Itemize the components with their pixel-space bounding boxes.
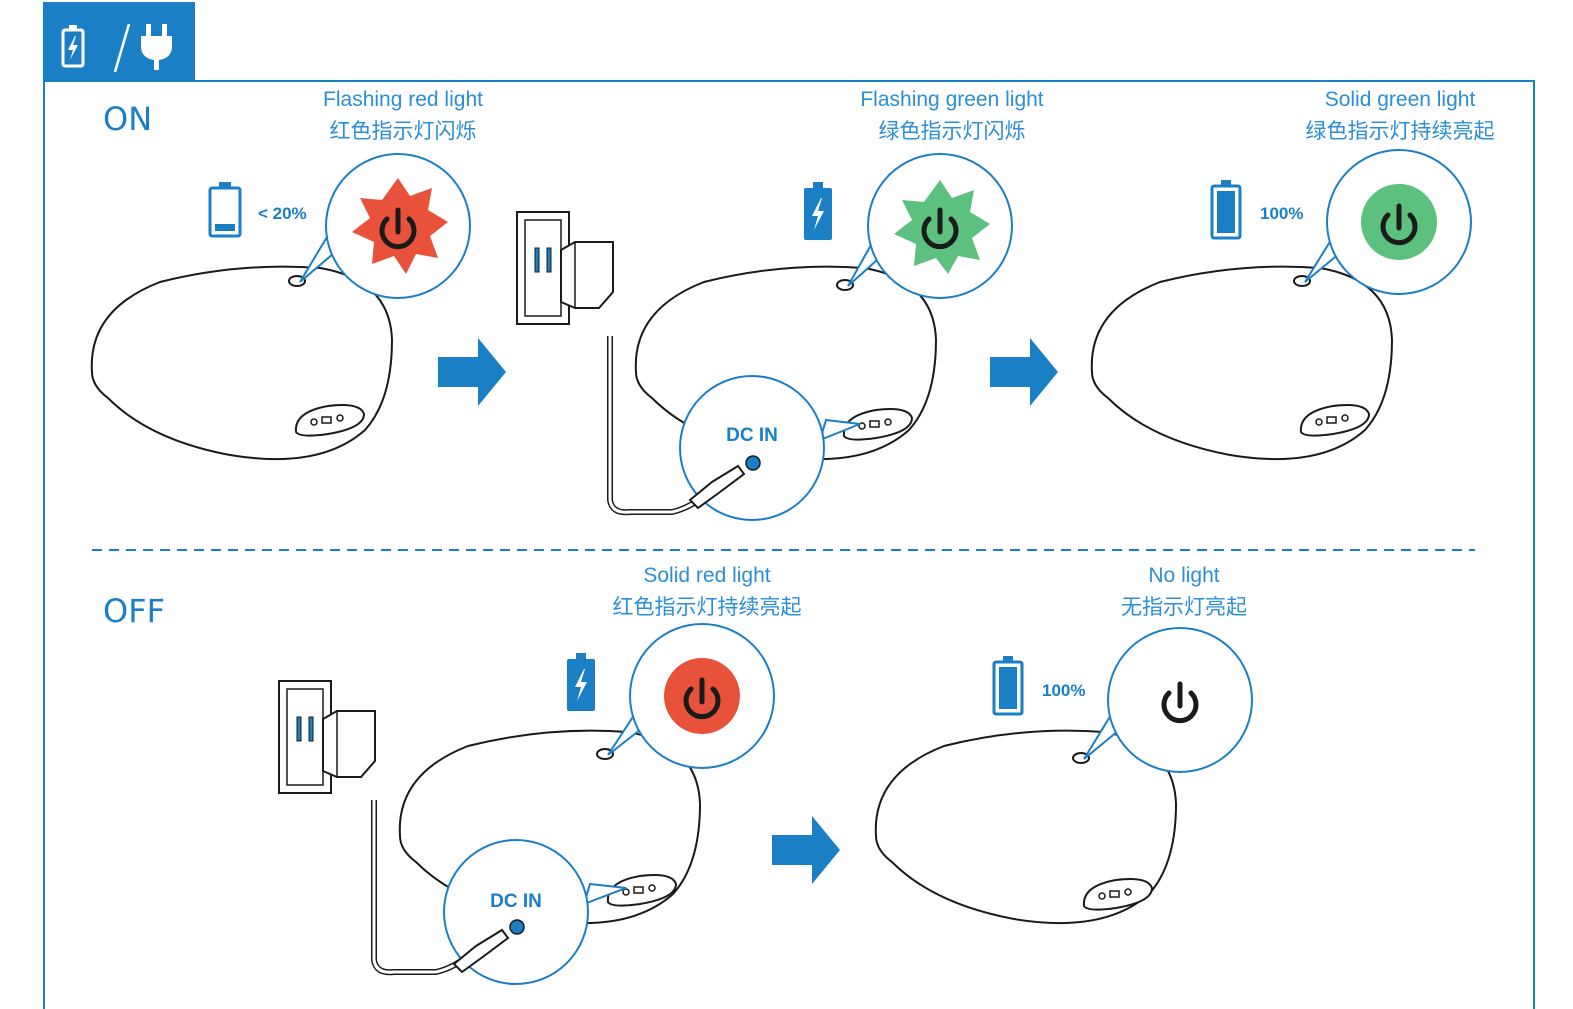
on-step-2 xyxy=(516,153,1013,521)
battery-level-text: < 20% xyxy=(258,204,307,223)
battery-full-icon xyxy=(1210,178,1242,240)
arrow-right-icon xyxy=(438,338,506,406)
off-label: OFF xyxy=(103,592,165,630)
red-flash-burst xyxy=(352,178,448,274)
off-step-1 xyxy=(278,623,775,985)
step-caption: Solid green light 绿色指示灯持续亮起 xyxy=(1306,84,1495,148)
caption-zh: 红色指示灯闪烁 xyxy=(329,120,477,143)
caption-en: Flashing red light xyxy=(323,88,483,111)
charging-battery-icon xyxy=(61,25,85,68)
dc-in-label: DC IN xyxy=(726,425,778,446)
diagram-frame xyxy=(43,80,1535,1009)
on-step-1 xyxy=(90,153,471,461)
dc-in-label: DC IN xyxy=(490,891,542,912)
slash-divider xyxy=(113,23,131,73)
power-button xyxy=(596,748,614,760)
caption-zh: 绿色指示灯持续亮起 xyxy=(1305,120,1495,143)
battery-full-icon xyxy=(992,654,1024,716)
wall-plug xyxy=(278,680,376,794)
caption-zh: 红色指示灯持续亮起 xyxy=(612,596,802,619)
arrow-right-icon xyxy=(772,816,840,884)
wall-plug xyxy=(516,211,614,325)
battery-charging-icon xyxy=(567,653,595,711)
caption-en: Flashing green light xyxy=(860,88,1044,111)
caption-en: Solid red light xyxy=(643,564,771,587)
green-flash-burst xyxy=(894,180,990,274)
battery-low-icon xyxy=(208,182,242,238)
caption-zh: 绿色指示灯闪烁 xyxy=(878,120,1026,143)
arrow-right-icon xyxy=(990,338,1058,406)
step-caption: Flashing red light 红色指示灯闪烁 xyxy=(323,84,483,148)
caption-zh: 无指示灯亮起 xyxy=(1121,596,1247,619)
dc-in-callout xyxy=(679,375,861,521)
power-plug-icon xyxy=(141,24,172,70)
battery-level-text: 100% xyxy=(1260,204,1304,223)
speaker-body xyxy=(874,729,1178,925)
battery-level-text: 100% xyxy=(1042,681,1086,700)
off-step-2 xyxy=(874,627,1253,925)
header-tab xyxy=(43,2,195,82)
caption-en: No light xyxy=(1148,564,1220,587)
step-caption: Solid red light 红色指示灯持续亮起 xyxy=(613,560,802,624)
step-caption: No light 无指示灯亮起 xyxy=(1121,560,1247,624)
caption-en: Solid green light xyxy=(1324,88,1476,111)
on-label: ON xyxy=(103,100,153,138)
on-step-3 xyxy=(1090,149,1472,461)
dc-in-callout xyxy=(443,839,627,985)
step-caption: Flashing green light 绿色指示灯闪烁 xyxy=(860,84,1043,148)
battery-charging-icon xyxy=(804,182,832,240)
